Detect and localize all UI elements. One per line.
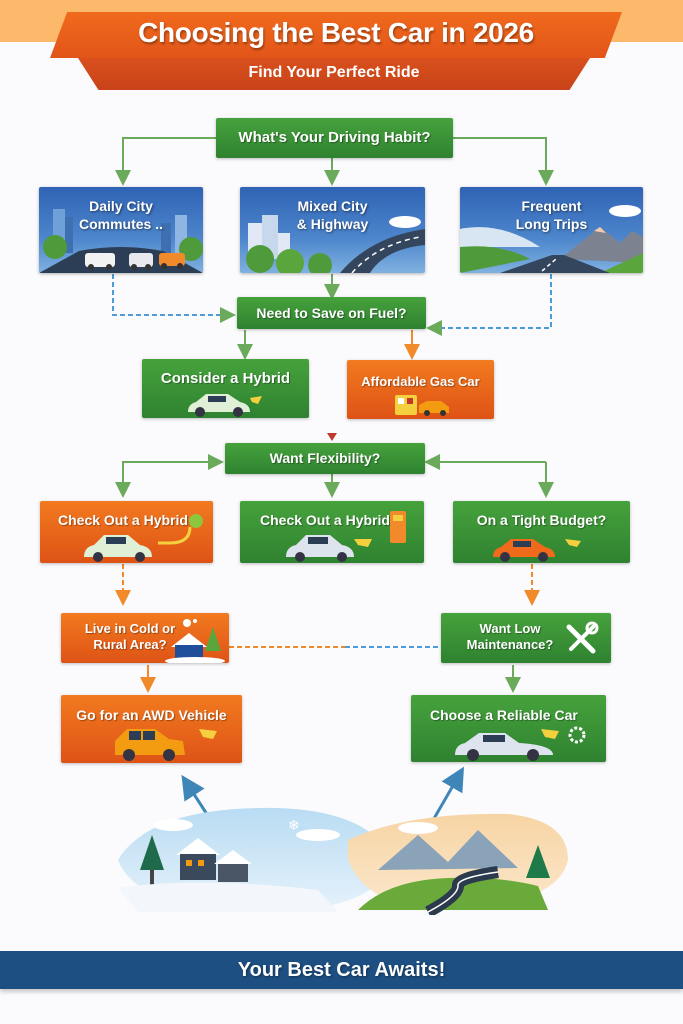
snowy-house-icon — [165, 619, 225, 663]
mixed-line1: Mixed City — [297, 198, 368, 214]
city-highway-scene-icon — [246, 215, 425, 273]
node-awd-vehicle[interactable]: Go for an AWD Vehicle — [61, 695, 242, 763]
connector-long-fuel — [426, 274, 552, 336]
cold-rural-line2: Rural Area? — [93, 636, 167, 652]
winter-summer-landscape: ❄ — [118, 807, 568, 915]
node-check-hybrid-charging[interactable]: Check Out a Hybrid — [240, 501, 424, 563]
node-driving-habit[interactable]: What's Your Driving Habit? — [216, 118, 453, 158]
awd-suv-icon — [115, 729, 217, 761]
node-check-hybrid-plugin[interactable]: Check Out a Hybrid — [40, 501, 213, 563]
node-save-fuel[interactable]: Need to Save on Fuel? — [237, 297, 426, 329]
save-fuel-label: Need to Save on Fuel? — [256, 305, 407, 321]
daily-city-line2: Commutes .. — [78, 216, 163, 233]
tight-budget-label: On a Tight Budget? — [476, 512, 607, 528]
footer-banner: Your Best Car Awaits! — [0, 951, 683, 989]
consider-hybrid-label: Consider a Hybrid — [160, 370, 291, 387]
low-maint-line2: Maintenance? — [466, 636, 554, 652]
plug-in-car-icon — [84, 514, 203, 562]
hybrid-car-icon — [188, 394, 262, 417]
long-trips-line1: Frequent — [521, 198, 582, 214]
cold-rural-line1: Live in Cold or — [84, 621, 176, 636]
affordable-gas-label: Affordable Gas Car — [361, 374, 480, 389]
page-title: Choosing the Best Car in 2026 — [138, 17, 534, 48]
node-affordable-gas[interactable]: Affordable Gas Car — [347, 360, 494, 419]
mountain-road-scene-icon — [460, 205, 643, 273]
pine-tree-icon — [140, 835, 164, 870]
reliable-label: Choose a Reliable Car — [430, 707, 578, 723]
node-tight-budget[interactable]: On a Tight Budget? — [453, 501, 630, 563]
charging-station-car-icon — [286, 511, 406, 562]
title-banner — [50, 12, 622, 58]
long-trips-line2: Long Trips — [515, 216, 588, 233]
flexibility-label: Want Flexibility? — [269, 450, 381, 466]
node-reliable-car[interactable]: Choose a Reliable Car — [411, 695, 606, 762]
house-icon — [180, 854, 216, 880]
red-down-marker — [327, 433, 337, 441]
node-driving-habit-label: What's Your Driving Habit? — [238, 129, 431, 146]
connector-start-left — [115, 137, 216, 186]
check-hybrid-2-label: Check Out a Hybrid — [260, 512, 390, 528]
mixed-line2: & Highway — [296, 216, 369, 233]
node-consider-hybrid[interactable]: Consider a Hybrid — [142, 359, 309, 418]
check-hybrid-1-label: Check Out a Hybrid — [58, 512, 188, 528]
reliable-car-gear-icon — [455, 726, 586, 761]
low-maint-line1: Want Low — [479, 621, 541, 636]
connector-flex-left — [122, 454, 224, 488]
connector-start-right — [453, 137, 554, 186]
orange-car-icon — [493, 539, 581, 562]
subtitle-banner — [78, 58, 590, 90]
cloud-icon — [153, 819, 193, 831]
snowflake-icon: ❄ — [288, 817, 300, 833]
city-traffic-scene-icon — [39, 209, 203, 273]
wrench-screwdriver-icon — [566, 621, 599, 654]
node-mixed-city-highway[interactable]: Mixed City & Highway — [240, 187, 425, 273]
daily-city-line1: Daily City — [89, 198, 153, 214]
footer-label: Your Best Car Awaits! — [237, 959, 446, 981]
gas-pump-car-icon — [395, 395, 449, 416]
page-subtitle: Find Your Perfect Ride — [248, 64, 420, 81]
node-want-flexibility[interactable]: Want Flexibility? — [225, 443, 425, 474]
connector-city-fuel — [112, 274, 236, 323]
awd-label: Go for an AWD Vehicle — [76, 707, 227, 723]
